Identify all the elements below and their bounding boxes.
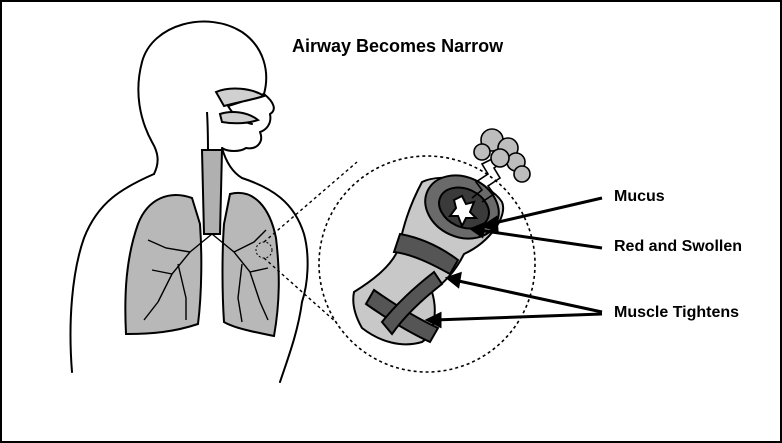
neck-front — [222, 148, 242, 178]
left-lung — [125, 195, 201, 334]
diagram-title: Airway Becomes Narrow — [292, 36, 503, 57]
label-muscle-tightens: Muscle Tightens — [614, 304, 739, 322]
neck-back — [138, 62, 157, 174]
torso-line — [280, 302, 302, 382]
right-lung — [223, 193, 279, 336]
upper-airway — [207, 89, 264, 154]
label-red-and-swollen: Red and Swollen — [614, 238, 742, 256]
label-mucus: Mucus — [614, 188, 665, 206]
lungs — [125, 193, 278, 336]
trachea — [202, 150, 222, 234]
